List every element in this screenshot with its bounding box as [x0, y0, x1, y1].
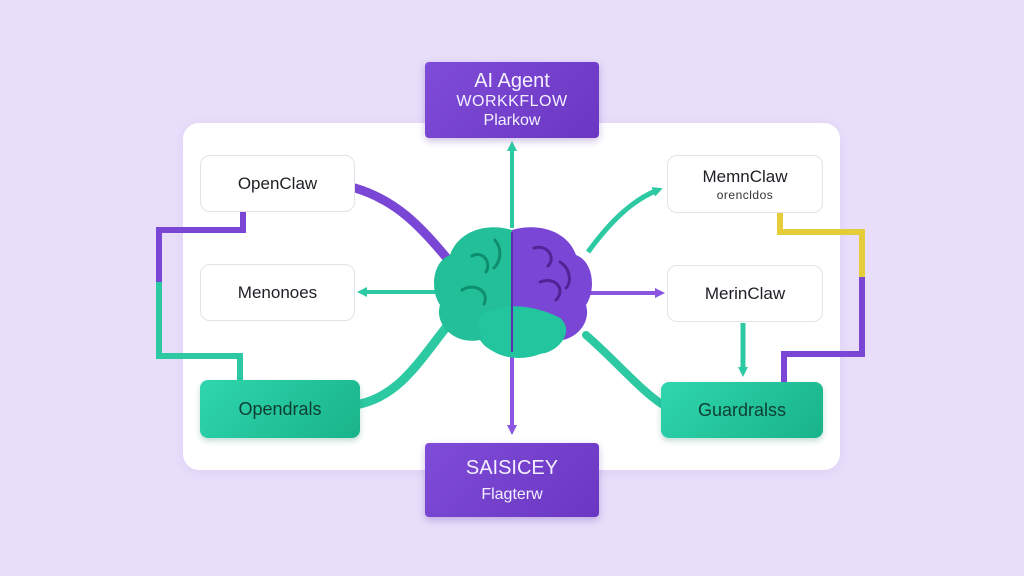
node-memnclaw-sublabel: orencldos [716, 187, 774, 202]
bottom-title-box: SAISICEY Flagterw [425, 443, 599, 517]
node-guardralss-label: Guardralss [697, 399, 787, 420]
top-title-line3: Plarkow [483, 112, 541, 129]
node-merinclaw: MerinClaw [667, 265, 823, 322]
arrow-brain-memnclaw [585, 187, 663, 254]
top-title-line2: WORKKFLOW [456, 93, 568, 110]
curve-openclaw-brain [350, 183, 455, 267]
right-bracket-purple [781, 277, 865, 382]
bottom-title-line1: SAISICEY [465, 456, 559, 479]
node-merinclaw-label: MerinClaw [704, 283, 786, 303]
left-bracket-purple [156, 212, 246, 282]
node-menonoes: Menonoes [200, 264, 355, 321]
node-menonoes-label: Menonoes [237, 282, 318, 302]
node-opendrals-label: Opendrals [238, 398, 322, 419]
node-openclaw-label: OpenClaw [237, 173, 318, 193]
bottom-title-line2: Flagterw [481, 485, 543, 503]
node-opendrals: Opendrals [200, 380, 360, 438]
node-openclaw: OpenClaw [200, 155, 355, 212]
left-bracket-green [156, 282, 243, 380]
curve-brain-guardralss [582, 331, 667, 409]
brain-icon [434, 227, 592, 358]
curve-opendrals-brain [355, 320, 453, 409]
top-title-line1: AI Agent [474, 70, 550, 92]
node-memnclaw-label: MemnClaw [702, 166, 788, 186]
node-guardralss: Guardralss [661, 382, 823, 438]
top-title-box: AI Agent WORKKFLOW Plarkow [425, 62, 599, 138]
node-memnclaw: MemnClaw orencldos [667, 155, 823, 213]
right-bracket-yellow [777, 213, 865, 277]
